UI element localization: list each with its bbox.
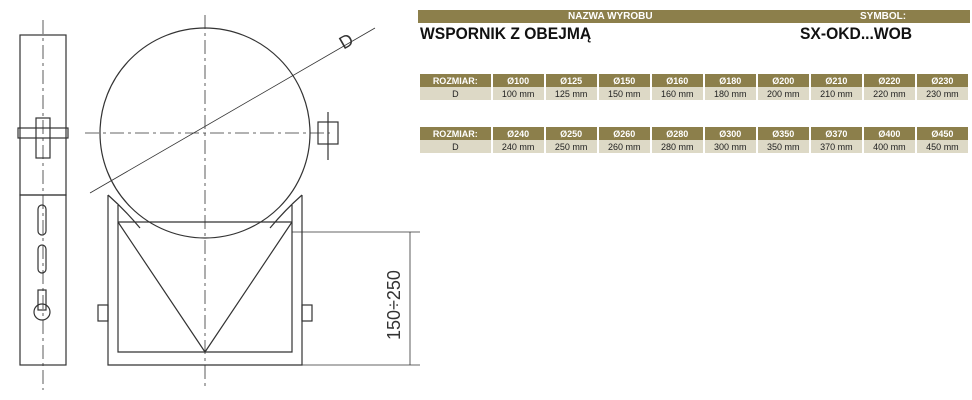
header-cell: Ø100: [492, 74, 544, 87]
cell: 200 mm: [757, 87, 809, 100]
header-bar: NAZWA WYROBU SYMBOL:: [418, 10, 970, 23]
header-cell: Ø370: [810, 127, 862, 140]
cell: 260 mm: [598, 140, 650, 153]
header-cell: Ø350: [757, 127, 809, 140]
cell: 300 mm: [704, 140, 756, 153]
cell: 220 mm: [863, 87, 915, 100]
header-cell: Ø300: [704, 127, 756, 140]
header-cell: Ø230: [916, 74, 968, 87]
product-name: WSPORNIK Z OBEJMĄ: [420, 24, 592, 43]
header-cell: Ø150: [598, 74, 650, 87]
height-label: 150÷250: [384, 270, 404, 340]
cell: 125 mm: [545, 87, 597, 100]
cell: 450 mm: [916, 140, 968, 153]
diameter-label: D: [336, 29, 357, 53]
header-cell: Ø160: [651, 74, 703, 87]
cell: 100 mm: [492, 87, 544, 100]
cell: 230 mm: [916, 87, 968, 100]
cell: 150 mm: [598, 87, 650, 100]
product-symbol: SX-OKD...WOB: [800, 24, 913, 43]
cell: 180 mm: [704, 87, 756, 100]
header-cell: ROZMIAR:: [420, 127, 491, 140]
cell: 240 mm: [492, 140, 544, 153]
cell: 250 mm: [545, 140, 597, 153]
header-cell: Ø240: [492, 127, 544, 140]
header-cell: Ø220: [863, 74, 915, 87]
header-cell: Ø400: [863, 127, 915, 140]
header-cell: Ø125: [545, 74, 597, 87]
cell: D: [420, 140, 491, 153]
header-cell: Ø200: [757, 74, 809, 87]
cell: D: [420, 87, 491, 100]
symbol-label: SYMBOL:: [860, 11, 907, 22]
header-cell: Ø450: [916, 127, 968, 140]
cell: 370 mm: [810, 140, 862, 153]
header-cell: Ø260: [598, 127, 650, 140]
header-cell: ROZMIAR:: [420, 74, 491, 87]
cell: 210 mm: [810, 87, 862, 100]
header-cell: Ø280: [651, 127, 703, 140]
side-view: [17, 20, 69, 390]
front-view: [85, 15, 420, 390]
technical-drawing: D 150÷250: [17, 15, 420, 390]
header-cell: Ø180: [704, 74, 756, 87]
header-cell: Ø210: [810, 74, 862, 87]
cell: 350 mm: [757, 140, 809, 153]
header-cell: Ø250: [545, 127, 597, 140]
product-label: NAZWA WYROBU: [568, 11, 653, 22]
cell: 280 mm: [651, 140, 703, 153]
cell: 400 mm: [863, 140, 915, 153]
cell: 160 mm: [651, 87, 703, 100]
